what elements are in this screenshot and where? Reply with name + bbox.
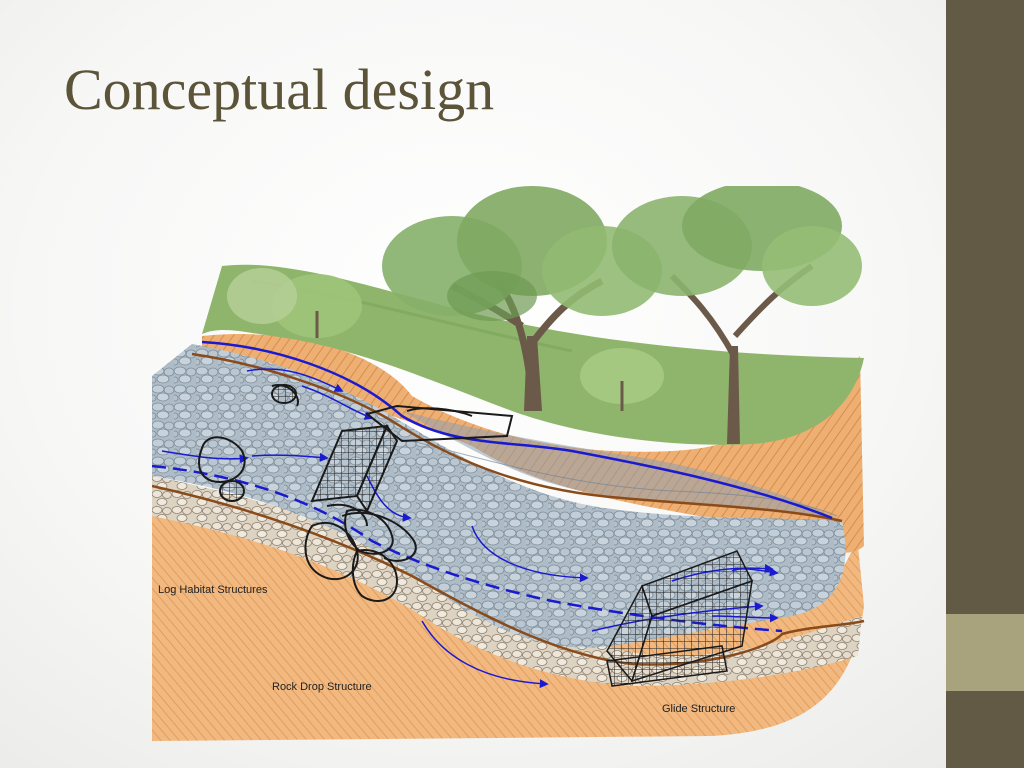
slide-sidebar-accent (946, 614, 1024, 691)
shrub-middle (580, 348, 664, 411)
water-surface-pool (402, 411, 842, 521)
water-line-top (201, 340, 833, 520)
stream-restoration-diagram: Log Habitat Structures Rock Drop Structu… (152, 186, 872, 746)
gravel-bed (152, 476, 862, 686)
label-glide-structure: Glide Structure (662, 703, 735, 715)
flow-arrows (161, 368, 779, 689)
rock-drop-structure (304, 404, 514, 602)
bank-line-upper (191, 352, 843, 523)
slide-title: Conceptual design (64, 57, 495, 122)
tree-large-left (382, 186, 662, 411)
label-rock-drop-structure: Rock Drop Structure (272, 681, 372, 693)
log-habitat-structures (198, 384, 299, 502)
tree-large-right (612, 186, 862, 444)
glide-structure (606, 550, 754, 687)
shrub-left (227, 268, 362, 338)
bank-line-lower (152, 484, 865, 666)
cobble-channel (152, 344, 846, 648)
log-crib-structure (310, 423, 399, 555)
label-log-habitat-structures: Log Habitat Structures (158, 584, 268, 596)
